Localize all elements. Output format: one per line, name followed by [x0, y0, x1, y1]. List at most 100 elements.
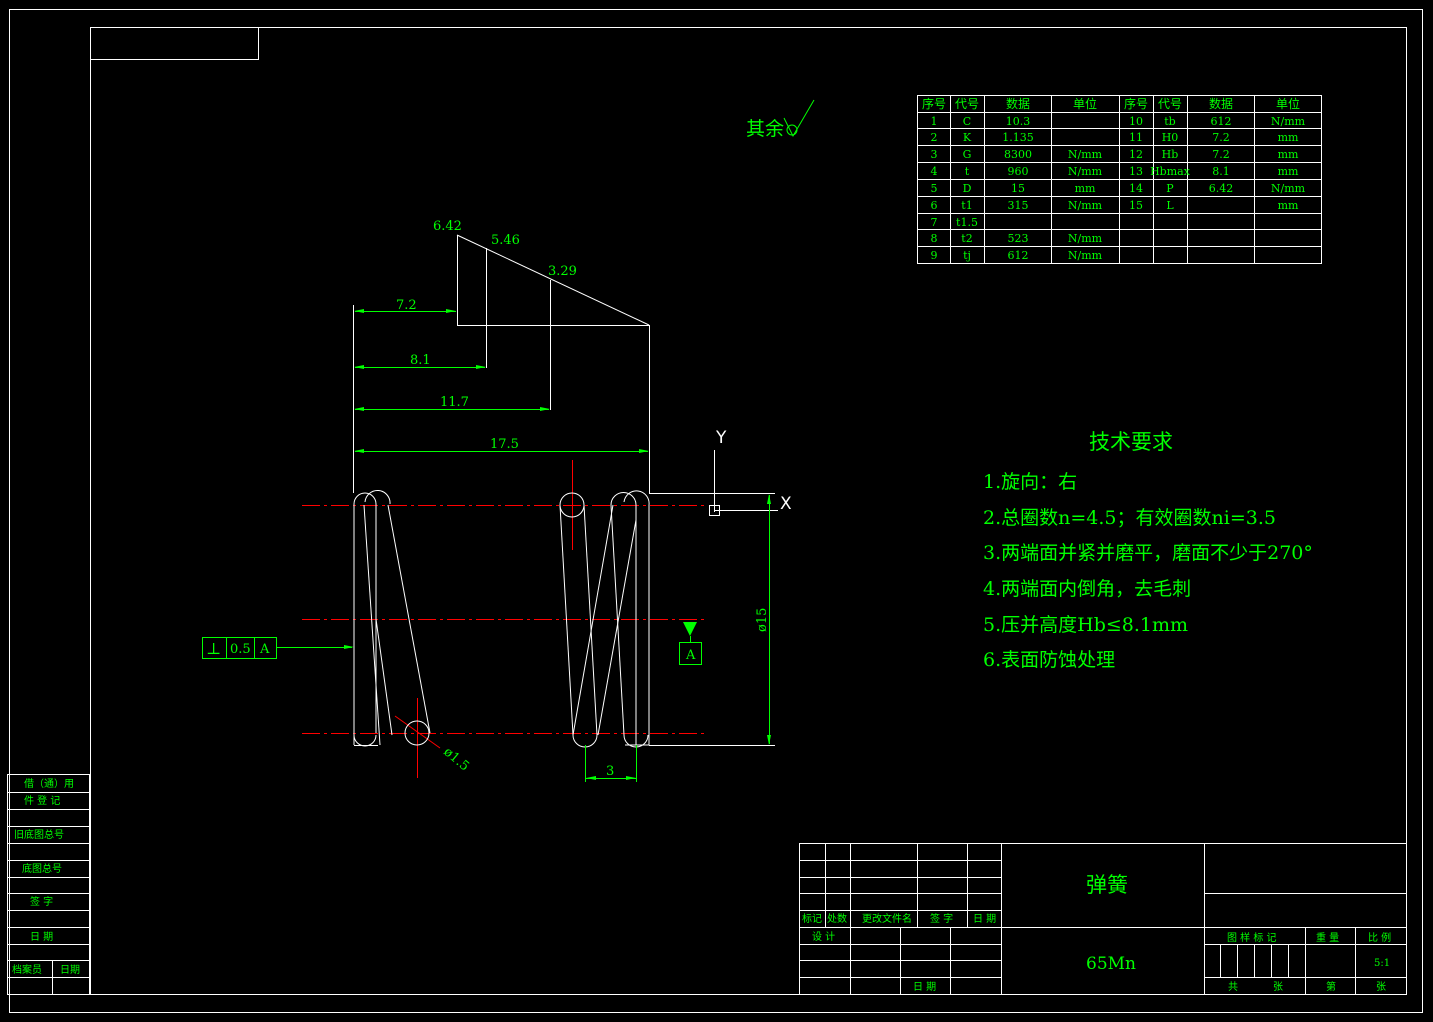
inner-frame	[90, 27, 1407, 995]
param-cell: 960	[1008, 165, 1029, 178]
param-cell: t2	[961, 232, 972, 245]
param-cell: 8	[931, 232, 938, 245]
strip-archivist: 档案员	[12, 963, 42, 976]
tech-item-2: 2.总圈数n=4.5；有效圈数ni=3.5	[983, 507, 1276, 529]
tb-total: 共	[1228, 981, 1238, 993]
param-cell: N/mm	[1068, 249, 1103, 262]
tb-change-doc: 更改文件名	[862, 912, 912, 925]
param-cell: mm	[1278, 199, 1299, 212]
part-name: 弹簧	[1086, 873, 1128, 897]
param-cell: 13	[1129, 165, 1143, 178]
param-cell: 7	[931, 216, 938, 229]
param-header-cell: 单位	[1276, 96, 1300, 111]
param-cell: mm	[1278, 131, 1299, 144]
diameter-dim: ø15	[755, 608, 770, 632]
param-cell: mm	[1075, 182, 1096, 195]
param-cell: 11	[1129, 131, 1143, 144]
tech-item-5: 5.压并高度Hb≤8.1mm	[983, 614, 1188, 636]
tol-datum: A	[259, 642, 270, 657]
tb-bottom-date: 日 期	[913, 981, 936, 993]
param-cell: N/mm	[1271, 115, 1306, 128]
strip-archive-date: 日期	[60, 964, 80, 976]
finish-label: 其余	[746, 118, 784, 140]
param-cell: N/mm	[1068, 232, 1103, 245]
param-cell: mm	[1278, 165, 1299, 178]
force-label-1: 6.42	[433, 219, 462, 234]
tech-item-3: 3.两端面并紧并磨平，磨面不少于270°	[983, 542, 1313, 564]
param-cell: 10.3	[1006, 115, 1031, 128]
param-cell: C	[963, 115, 971, 128]
tb-weight: 重 量	[1316, 931, 1339, 944]
code-box	[90, 27, 259, 60]
axis-y-label: Y	[715, 428, 727, 448]
param-header-cell: 数据	[1209, 96, 1233, 111]
axis-x-label: X	[780, 494, 792, 514]
force-label-2: 5.46	[491, 233, 520, 248]
pitch-dim: 3	[606, 764, 614, 779]
tol-symbol: ⊥	[206, 639, 221, 658]
param-cell: 5	[931, 182, 938, 195]
param-cell: Hbmax	[1150, 165, 1191, 178]
param-cell: N/mm	[1068, 199, 1103, 212]
tb-mark: 标记	[802, 913, 822, 925]
param-header-cell: 序号	[1124, 96, 1148, 111]
strip-base: 底图总号	[22, 862, 62, 875]
param-cell: tj	[963, 249, 971, 262]
tb-page: 第	[1326, 980, 1336, 993]
param-cell: 6	[931, 199, 938, 212]
strip-borrow: 借（通）用	[24, 778, 74, 790]
param-cell: N/mm	[1271, 182, 1306, 195]
param-cell: 12	[1129, 148, 1143, 161]
outer-frame	[9, 9, 1423, 1013]
param-header-cell: 单位	[1073, 96, 1097, 111]
length-label-2: 8.1	[410, 353, 431, 368]
tb-scale-label: 比 例	[1368, 931, 1391, 944]
param-cell: 10	[1129, 115, 1143, 128]
tech-requirements: 技术要求 1.旋向：右 2.总圈数n=4.5；有效圈数ni=3.5 3.两端面并…	[983, 430, 1313, 671]
tb-scale: 5:1	[1374, 958, 1390, 969]
param-cell: H0	[1162, 131, 1179, 144]
load-diagram: 6.42 5.46 3.29 7.2 8.1 11.7 17.5	[353, 219, 650, 493]
force-label-3: 3.29	[548, 264, 577, 279]
param-cell: 612	[1008, 249, 1029, 262]
length-label-3: 11.7	[440, 395, 469, 410]
param-header-cell: 代号	[1158, 97, 1182, 111]
title-block: 弹簧 65Mn 标记 处数 更改文件名 签 字 日 期 设 计 日 期 图 样 …	[799, 843, 1407, 995]
strip-old-base: 旧底图总号	[14, 828, 64, 841]
param-header-cell: 数据	[1006, 96, 1030, 111]
param-cell: D	[963, 182, 972, 195]
datum-marker	[683, 622, 697, 636]
tech-item-1: 1.旋向：右	[983, 471, 1077, 493]
param-cell: 14	[1129, 182, 1143, 195]
tb-count: 处数	[827, 912, 847, 925]
tb-sign: 签 字	[930, 912, 953, 925]
finish-icon	[783, 99, 815, 138]
param-cell: 612	[1211, 115, 1232, 128]
strip-register: 件 登 记	[24, 794, 60, 807]
param-cell: 1.135	[1002, 131, 1034, 144]
param-cell: 2	[931, 131, 938, 144]
tech-title: 技术要求	[1089, 430, 1173, 454]
strip-date: 日 期	[30, 931, 53, 943]
tech-item-4: 4.两端面内倒角，去毛刺	[983, 578, 1191, 600]
left-strip: 借（通）用 件 登 记 旧底图总号 底图总号 签 字 日 期 档案员 日期	[7, 774, 90, 995]
spring-view	[302, 460, 775, 778]
param-cell: K	[963, 131, 972, 144]
param-cell: 4	[931, 165, 938, 178]
param-cell: 1	[931, 115, 938, 128]
param-cell: mm	[1278, 148, 1299, 161]
param-header-cell: 序号	[922, 96, 946, 111]
param-cell: N/mm	[1068, 148, 1103, 161]
param-cell: 7.2	[1212, 131, 1230, 144]
param-cell: N/mm	[1068, 165, 1103, 178]
tb-design: 设 计	[812, 930, 835, 943]
param-cell: t1	[961, 199, 972, 212]
param-cell: 315	[1008, 199, 1029, 212]
param-header-cell: 代号	[955, 97, 979, 111]
material: 65Mn	[1086, 954, 1136, 974]
param-cell: L	[1166, 199, 1174, 212]
wire-dim: ø1.5	[440, 745, 471, 775]
param-cell: 15	[1011, 182, 1025, 195]
tb-date: 日 期	[973, 913, 996, 925]
